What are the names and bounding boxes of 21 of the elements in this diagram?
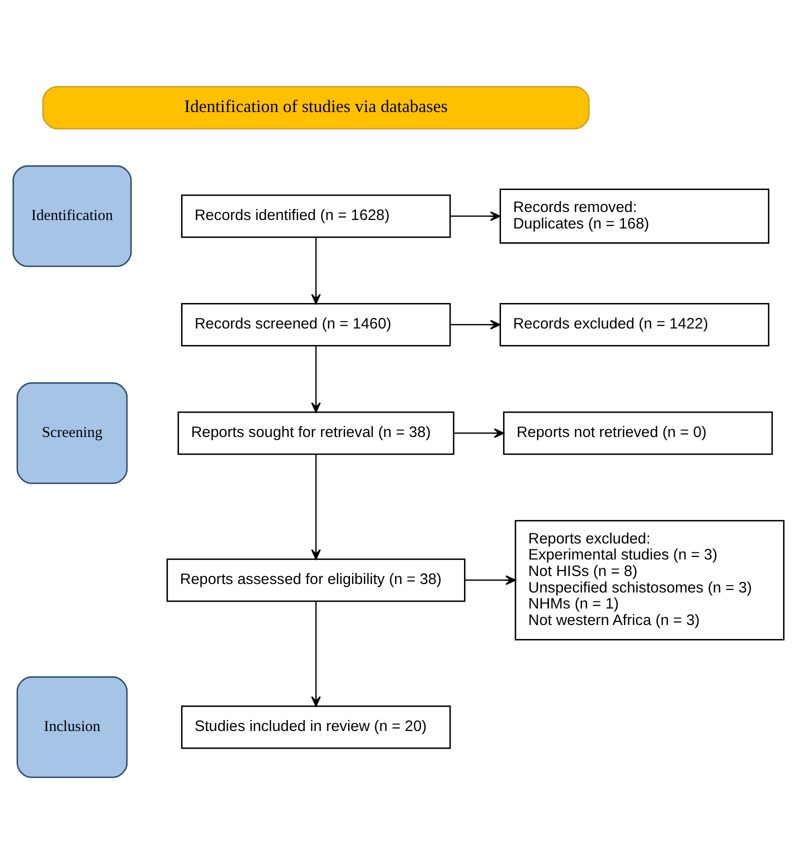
node-box: Records removed: Duplicates (n = 168)	[500, 188, 770, 244]
node-box: Inclusion	[16, 676, 128, 778]
node-box: Reports sought for retrieval (n = 38)	[178, 410, 454, 454]
node-box: Reports not retrieved (n = 0)	[503, 410, 773, 454]
arrow	[464, 574, 516, 584]
node-box: Screening	[16, 382, 128, 484]
arrow	[454, 428, 504, 438]
node-box: Reports excluded: Experimental studies (n = 3) Not HISs (n = 8) Unspecified schistosomes (n = 3) NHMs (n = 1) Not western Africa (n = 3)	[514, 519, 784, 640]
node-box: Identification of studies via databases	[42, 85, 590, 129]
arrow	[311, 345, 321, 412]
arrow	[450, 319, 501, 329]
arrow	[311, 600, 321, 706]
arrow	[450, 210, 501, 220]
arrow	[311, 454, 321, 560]
node-box: Studies included in review (n = 20)	[181, 704, 451, 748]
arrow	[311, 236, 321, 304]
node-box: Reports assessed for eligibility (n = 38)	[166, 558, 466, 602]
node-box: Identification	[12, 164, 132, 267]
node-box: Records identified (n = 1628)	[181, 194, 451, 238]
node-box: Records excluded (n = 1422)	[500, 302, 770, 346]
node-box: Records screened (n = 1460)	[181, 302, 451, 346]
